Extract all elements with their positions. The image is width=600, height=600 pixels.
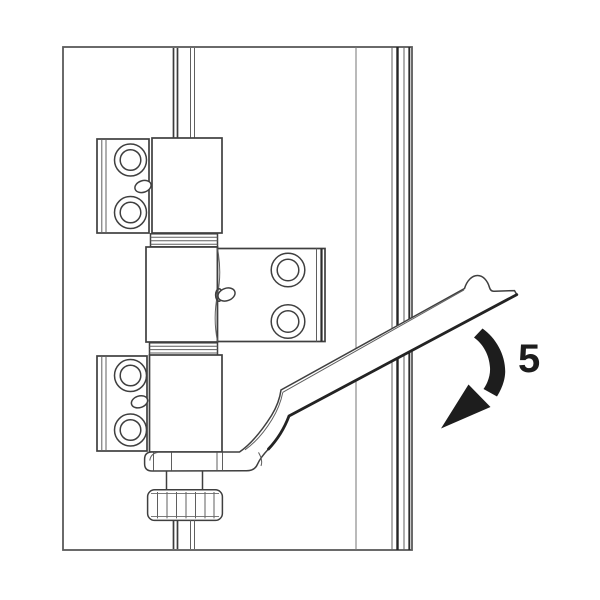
rotation-arrow-tail (474, 328, 506, 397)
lever-fold-line (282, 289, 465, 393)
screw-icon (113, 143, 148, 177)
middle-hinge-body (145, 246, 219, 343)
knuckle-band (148, 342, 219, 357)
handle-lever (143, 274, 518, 472)
screw-icon (113, 195, 148, 230)
screw-hole-icon (119, 148, 142, 172)
lever-fold-line (244, 392, 284, 451)
screw-hole-icon (276, 258, 300, 282)
screw-icon (270, 303, 306, 340)
pivot-pin-icon (217, 287, 236, 302)
screw-icon (113, 358, 148, 393)
screw-icon (113, 413, 148, 447)
oval-slot-icon (134, 179, 152, 194)
screw-hole-icon (119, 201, 142, 224)
middle-hinge (145, 246, 326, 343)
rotation-arrow-head (441, 384, 491, 429)
bracket-corner-line (258, 452, 263, 467)
hinge-knuckle-top (149, 233, 219, 248)
bottom-hinge (96, 354, 223, 453)
bottom-hinge-body (148, 354, 223, 453)
top-hinge-body (151, 137, 223, 234)
rotation-arrow-icon (441, 328, 506, 429)
hinge-knuckle-bottom (148, 342, 219, 357)
locking-knob (146, 471, 224, 522)
handle-assembly (143, 274, 519, 472)
screw-hole-icon (276, 309, 300, 334)
lever-front-edge (267, 293, 519, 451)
knurled-knob-body (146, 489, 224, 522)
espagnolette-rod-top (172, 48, 195, 138)
screw-icon (270, 252, 306, 288)
screw-hole-icon (119, 418, 142, 442)
screw-hole-icon (119, 364, 142, 387)
top-hinge (96, 137, 223, 234)
step-number-label: 5 (518, 337, 541, 381)
bracket-corner-line (149, 451, 159, 461)
espagnolette-rod-bottom (172, 520, 195, 549)
oval-slot-icon (130, 394, 149, 409)
